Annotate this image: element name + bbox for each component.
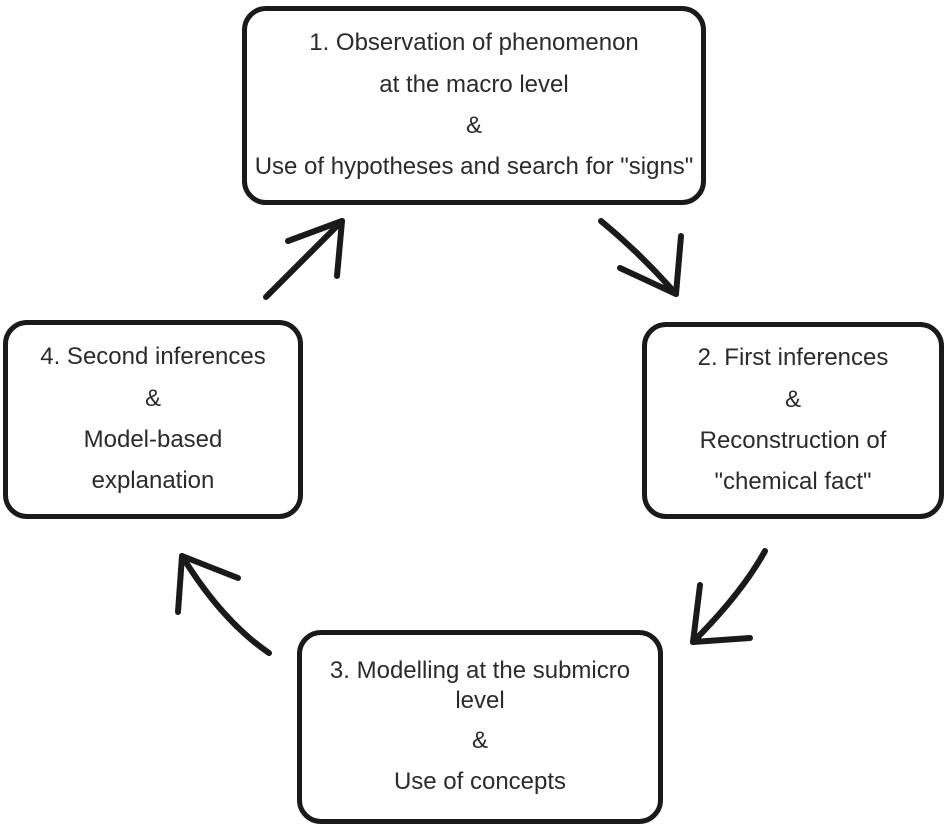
- node-2-line-4: "chemical fact": [714, 468, 872, 496]
- node-first-inferences[interactable]: 2. First inferences & Reconstruction of …: [642, 322, 944, 519]
- node-1-ampersand: &: [465, 112, 482, 139]
- node-2-line-1: 2. First inferences: [697, 344, 889, 372]
- node-1-line-1: 1. Observation of phenomenon: [309, 29, 639, 57]
- node-1-line-2: at the macro level: [379, 70, 569, 98]
- node-3-line-3: Use of concepts: [393, 768, 567, 796]
- arrow-1-to-2: [598, 218, 684, 297]
- node-modelling-at-submicro-level[interactable]: 3. Modelling at the submicro level & Use…: [297, 630, 663, 824]
- node-2-ampersand: &: [784, 385, 801, 413]
- node-3-ampersand: &: [471, 726, 488, 754]
- node-3-line-1: 3. Modelling at the submicro level: [329, 657, 631, 714]
- node-4-line-3: Model-based: [83, 426, 223, 453]
- node-1-line-4: Use of hypotheses and search for "signs": [254, 153, 694, 181]
- node-observation-of-phenomenon[interactable]: 1. Observation of phenomenon at the macr…: [242, 6, 706, 205]
- node-4-line-1: 4. Second inferences: [40, 343, 266, 371]
- node-2-line-3: Reconstruction of: [699, 427, 887, 454]
- node-4-ampersand: &: [144, 384, 161, 412]
- node-4-line-4: explanation: [91, 467, 215, 495]
- arrow-2-to-3: [690, 548, 768, 645]
- arrow-3-to-4: [175, 553, 272, 656]
- arrow-4-to-1: [263, 218, 345, 300]
- node-second-inferences[interactable]: 4. Second inferences & Model-based expla…: [3, 320, 303, 519]
